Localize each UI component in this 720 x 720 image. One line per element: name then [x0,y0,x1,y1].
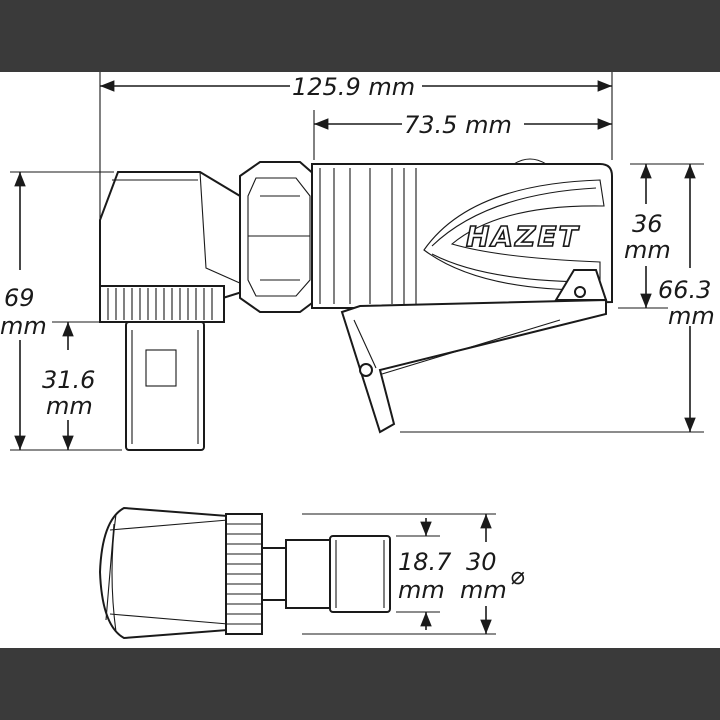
top-view [98,506,391,640]
top-border-band [0,0,720,72]
head-top-view [98,506,229,640]
spindle-length-value: 31.6 [42,366,95,394]
brand-label: HAZET [466,220,580,253]
knurled-collar [99,285,225,323]
overall-length-label: 125.9 mm [292,73,415,101]
head-height-unit: mm [0,312,47,340]
diameter-symbol: ⌀ [510,562,525,590]
collet-diameter-value: 18.7 [398,548,452,576]
angle-head [99,171,244,303]
spindle-length-unit: mm [46,392,93,420]
housing-height-value: 36 [632,210,663,238]
collet-diameter-unit: mm [398,576,445,604]
grip-panel [423,179,605,291]
head-diameter-unit: mm [460,576,507,604]
head-height-value: 69 [4,284,35,312]
shaft-neck [285,539,331,609]
side-view: HAZET [99,158,613,451]
total-height-unit: mm [668,302,715,330]
total-height-value: 66.3 [658,276,711,304]
shaft-step [261,547,287,601]
lever-pivot [359,363,373,377]
throttle-lever [340,298,607,434]
bottom-border-band [0,648,720,720]
collet-flat [145,349,177,387]
collar-knurl-lines [107,288,213,320]
lever-lock [554,269,608,301]
housing-height-unit: mm [624,236,671,264]
top-dimensions: 18.7 mm 30 mm ⌀ [302,513,525,635]
side-dimensions: 125.9 mm 73.5 mm 36 mm 66.3 mm 69 mm 31.… [0,72,715,451]
hex-coupling [239,161,317,313]
head-diameter-value: 30 [466,548,497,576]
motor-length-label: 73.5 mm [404,111,512,139]
collet-top-view [329,535,391,613]
